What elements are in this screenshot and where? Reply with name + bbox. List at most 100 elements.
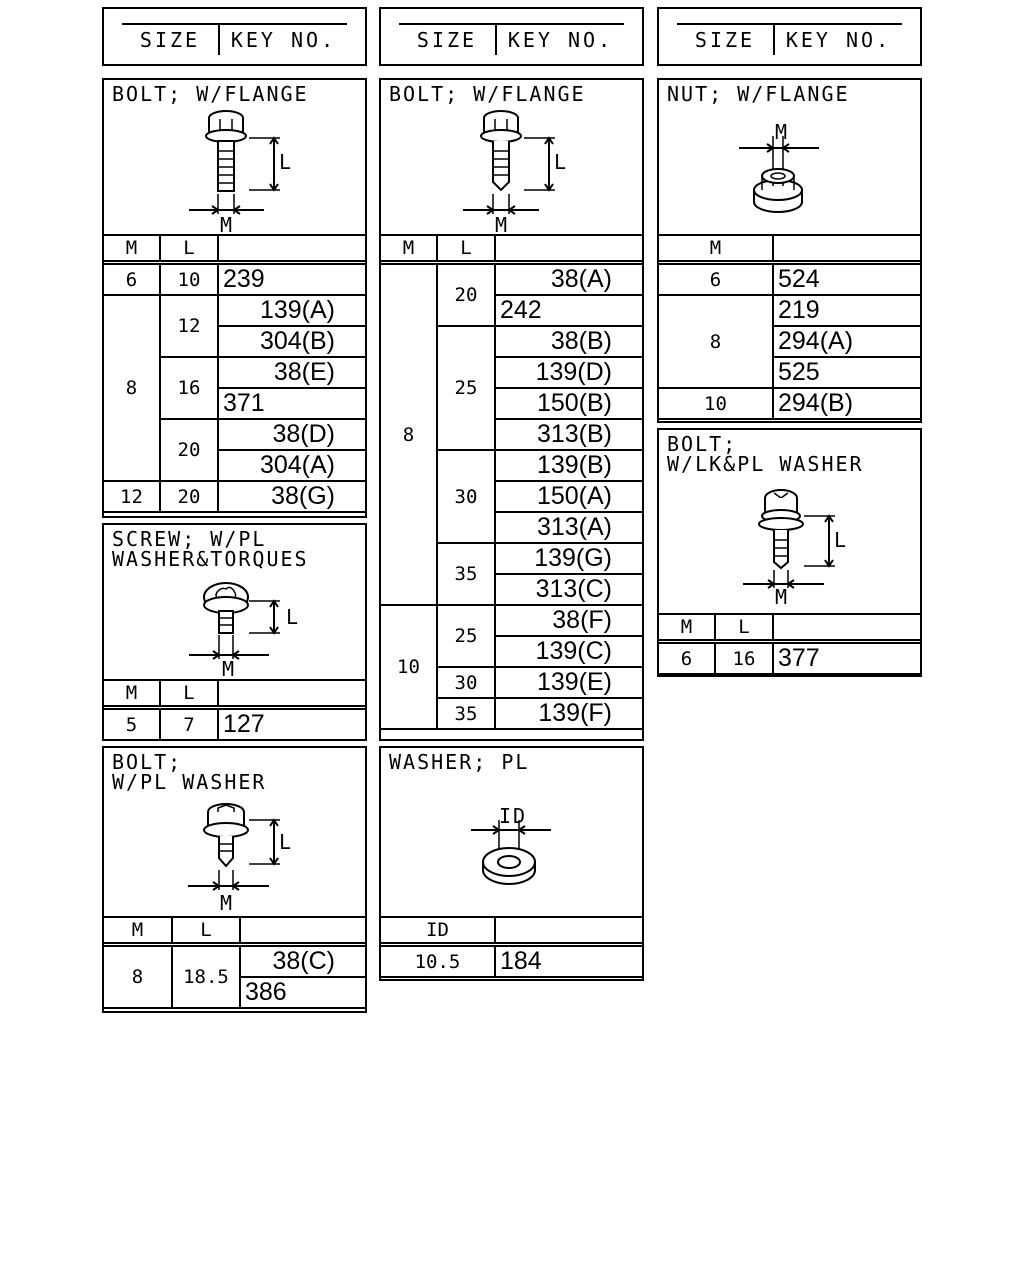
cell-l: 10 (159, 261, 219, 296)
key-no-cell: 150(A) (494, 480, 644, 513)
cell-l: 25 (436, 604, 496, 668)
col-l-header: L (171, 916, 241, 947)
key-no-cell: 38(E) (217, 356, 367, 389)
dim-l-label: L (834, 528, 849, 552)
key-no-cell: 38(C) (239, 943, 367, 978)
key-no-header: KEY NO. (785, 28, 892, 52)
key-no-cell: 38(F) (494, 604, 644, 637)
panel-title: WASHER; PL (389, 750, 530, 774)
flange-bolt-icon (189, 110, 280, 215)
hex-bolt-washer-icon (188, 803, 280, 891)
cell-l: 7 (159, 706, 219, 741)
cell-m: 5 (102, 706, 161, 741)
dim-m-label: M (220, 213, 235, 237)
header-col2: SIZE KEY NO. (379, 7, 644, 66)
key-no-cell: 242 (494, 294, 644, 327)
cell-l: 30 (436, 666, 496, 699)
col-m-header: M (102, 679, 161, 710)
table-row: 139(D) (380, 356, 644, 389)
key-no-cell: 386 (239, 976, 367, 1009)
table-row: 313(C) (380, 573, 644, 606)
cell-m: 6 (657, 640, 716, 675)
cell-m: 8 (102, 943, 173, 1009)
key-no-cell: 184 (494, 943, 644, 978)
col-l-header: L (436, 234, 496, 265)
washer-icon (471, 820, 551, 885)
size-header: SIZE (399, 25, 497, 55)
key-no-cell: 139(F) (494, 697, 644, 730)
key-no-cell: 139(G) (494, 542, 644, 575)
key-no-cell: 304(B) (217, 325, 367, 358)
key-no-cell: 294(A) (772, 325, 922, 358)
key-no-cell: 150(B) (494, 387, 644, 420)
table-row: 304(A) (103, 449, 367, 482)
dim-m-label: M (220, 891, 235, 915)
cell-m: 12 (102, 480, 161, 513)
size-header: SIZE (122, 25, 220, 55)
table-row: 371 (103, 387, 367, 420)
col-m-header: M (657, 613, 716, 644)
col-m-header: M (102, 234, 161, 265)
cell-l: 20 (159, 418, 219, 482)
panel-title: NUT; W/FLANGE (667, 82, 850, 106)
dim-m-label: M (495, 213, 510, 237)
cell-l: 18.5 (171, 943, 241, 1009)
cell-l: 35 (436, 697, 496, 730)
table-row: 242 (380, 294, 644, 327)
key-no-cell: 38(A) (494, 261, 644, 296)
table-row: 150(B) (380, 387, 644, 420)
dim-id-label: ID (499, 804, 528, 828)
key-no-cell: 371 (217, 387, 367, 420)
hex-bolt-lock-washer-icon (743, 489, 835, 589)
key-no-cell: 313(C) (494, 573, 644, 606)
key-no-cell: 219 (772, 294, 922, 327)
key-no-cell: 313(A) (494, 511, 644, 544)
key-no-cell: 313(B) (494, 418, 644, 451)
dim-l-label: L (286, 605, 301, 629)
cell-l: 35 (436, 542, 496, 606)
dim-l-label: L (554, 150, 569, 174)
key-no-cell: 127 (217, 706, 367, 741)
cell-l: 20 (436, 261, 496, 327)
key-no-cell: 139(C) (494, 635, 644, 668)
cell-l: 25 (436, 325, 496, 451)
col-m-header: M (657, 234, 774, 265)
col-id-header: ID (379, 916, 496, 947)
cell-m: 6 (657, 261, 774, 296)
cell-m: 10 (657, 387, 774, 420)
flange-bolt-icon (463, 110, 555, 215)
table-row: 313(B) (380, 418, 644, 451)
cell-l: 16 (159, 356, 219, 420)
panel-title: BOLT; W/PL WASHER (112, 750, 267, 794)
col-l-header: L (159, 679, 219, 710)
key-no-cell: 377 (772, 640, 922, 675)
key-no-cell: 38(B) (494, 325, 644, 358)
cell-l: 12 (159, 294, 219, 358)
torx-screw-icon (189, 582, 280, 660)
cell-l: 30 (436, 449, 496, 544)
key-no-header: KEY NO. (507, 28, 614, 52)
key-no-cell: 38(G) (217, 480, 367, 513)
